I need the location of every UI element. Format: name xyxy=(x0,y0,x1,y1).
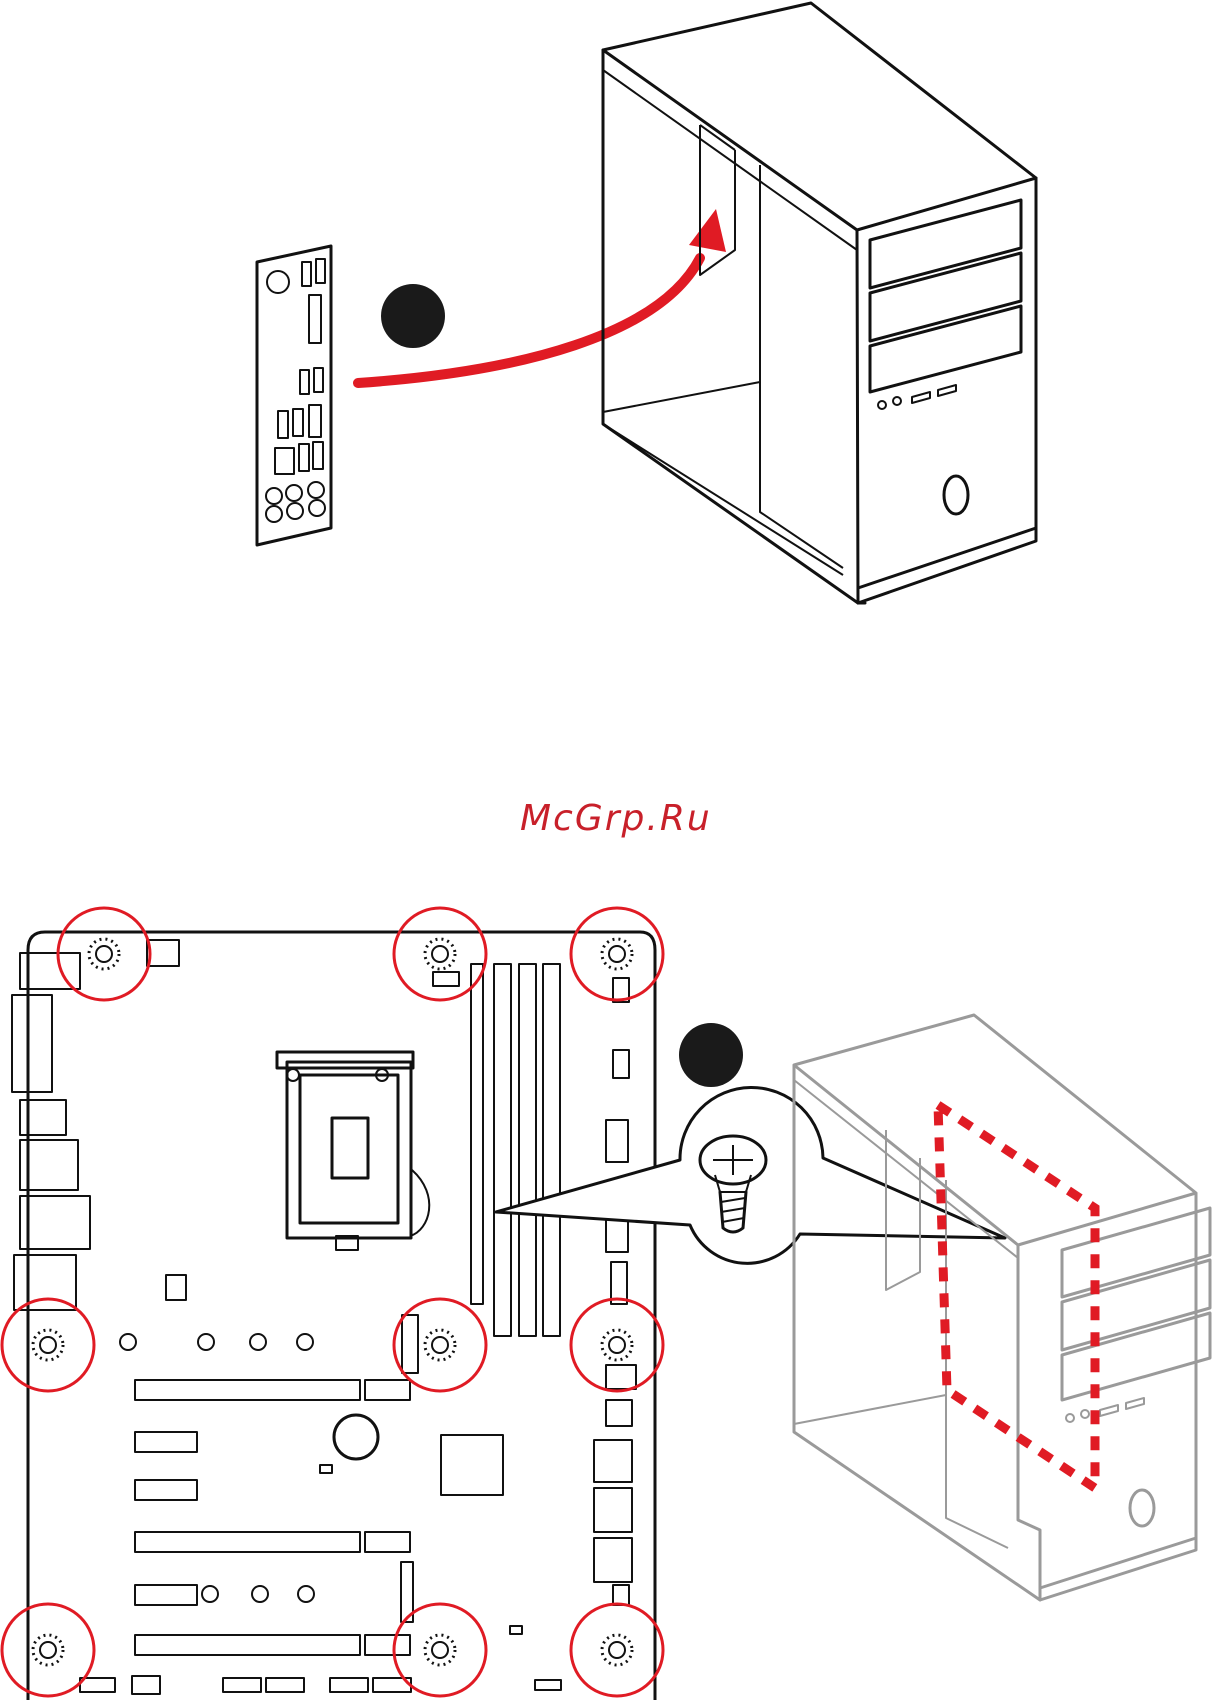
motherboard xyxy=(12,932,655,1700)
dimm-slots xyxy=(471,964,560,1336)
step-badge-1 xyxy=(381,284,445,348)
expansion-slots xyxy=(135,1380,410,1655)
watermark-text: McGrp.Ru xyxy=(520,798,712,839)
pc-case-bottom xyxy=(794,1015,1210,1600)
mount-hole xyxy=(571,1604,663,1696)
step-badge-2 xyxy=(679,1023,743,1087)
mount-hole xyxy=(2,1604,94,1696)
mount-hole xyxy=(571,1299,663,1391)
io-shield xyxy=(257,246,331,545)
mount-hole xyxy=(2,1299,94,1391)
cpu-socket xyxy=(277,1052,429,1250)
mount-hole xyxy=(571,908,663,1000)
mount-hole xyxy=(394,1604,486,1696)
insert-arrow-head xyxy=(689,209,726,252)
screw-callout xyxy=(496,1087,1005,1263)
mounting-holes xyxy=(2,908,663,1696)
mount-hole xyxy=(394,1299,486,1391)
